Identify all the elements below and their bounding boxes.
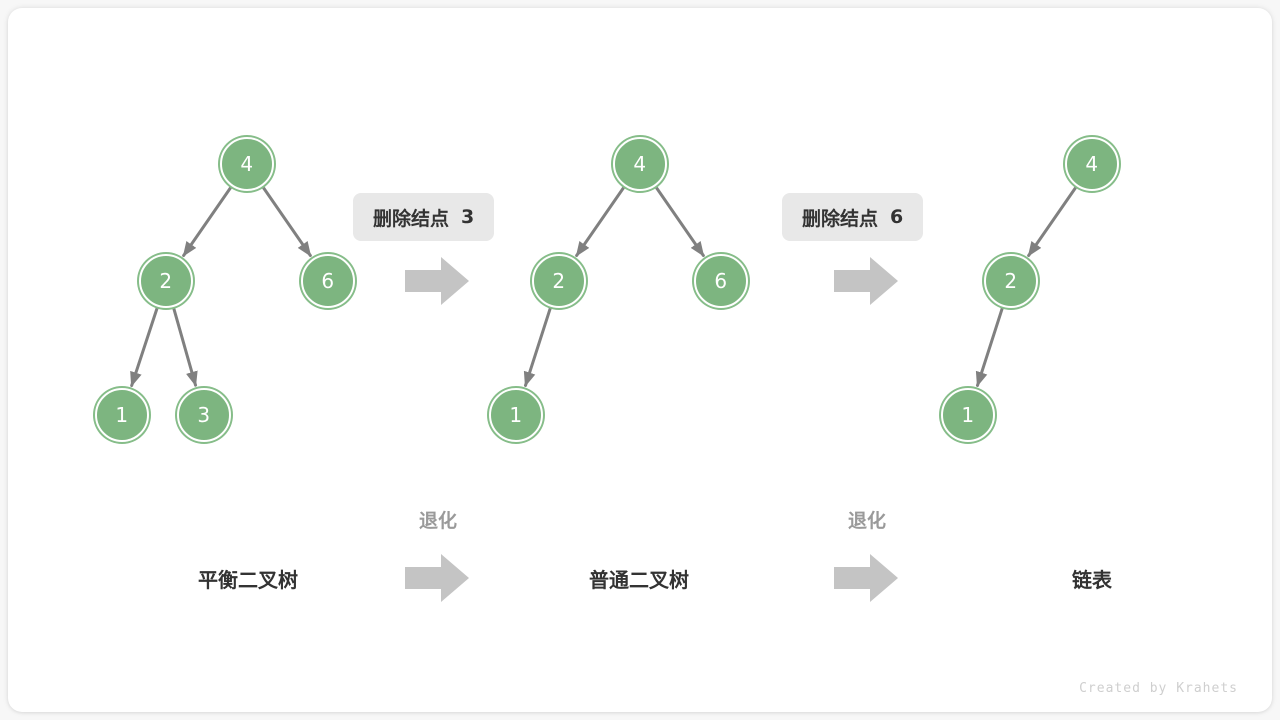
tree-node-balanced-6: 6 <box>301 254 355 308</box>
tree-node-label: 2 <box>1004 269 1018 293</box>
degrade-label-2: 退化 <box>847 510 887 532</box>
figure-canvas <box>8 8 1272 712</box>
caption-linked-list: 链表 <box>1072 568 1112 592</box>
block-arrow-top-1 <box>405 257 469 305</box>
tree-node-label: 1 <box>115 403 129 427</box>
tree-node-linked-list-2: 2 <box>984 254 1038 308</box>
chip-label: 删除结点 <box>802 207 879 230</box>
tree-node-ordinary-1: 1 <box>489 388 543 442</box>
tree-node-label: 4 <box>633 152 647 176</box>
tree-node-ordinary-2: 2 <box>532 254 586 308</box>
tree-node-balanced-4: 4 <box>220 137 274 191</box>
tree-node-label: 1 <box>961 403 975 427</box>
block-arrow-bottom-1 <box>405 554 469 602</box>
chip-value: 6 <box>890 206 904 228</box>
tree-node-balanced-3: 3 <box>177 388 231 442</box>
tree-node-label: 2 <box>552 269 566 293</box>
tree-node-label: 4 <box>240 152 254 176</box>
degrade-label-1: 退化 <box>418 510 458 532</box>
tree-node-balanced-2: 2 <box>139 254 193 308</box>
tree-node-linked-list-1: 1 <box>941 388 995 442</box>
tree-node-label: 6 <box>714 269 728 293</box>
tree-node-linked-list-4: 4 <box>1065 137 1119 191</box>
caption-balanced-tree: 平衡二叉树 <box>198 568 298 592</box>
caption-ordinary-tree: 普通二叉树 <box>589 568 689 592</box>
tree-node-label: 6 <box>321 269 335 293</box>
tree-node-balanced-1: 1 <box>95 388 149 442</box>
block-arrow-top-2 <box>834 257 898 305</box>
tree-node-ordinary-6: 6 <box>694 254 748 308</box>
chip-delete-3: 删除结点 3 <box>353 193 495 241</box>
tree-node-ordinary-4: 4 <box>613 137 667 191</box>
tree-node-label: 3 <box>197 403 211 427</box>
block-arrow-bottom-2 <box>834 554 898 602</box>
chip-value: 3 <box>461 206 475 228</box>
tree-node-label: 2 <box>159 269 173 293</box>
tree-node-label: 1 <box>509 403 523 427</box>
chip-label: 删除结点 <box>373 207 450 230</box>
tree-node-label: 4 <box>1085 152 1099 176</box>
watermark: Created by Krahets <box>1079 681 1238 696</box>
chip-delete-6: 删除结点 6 <box>782 193 924 241</box>
